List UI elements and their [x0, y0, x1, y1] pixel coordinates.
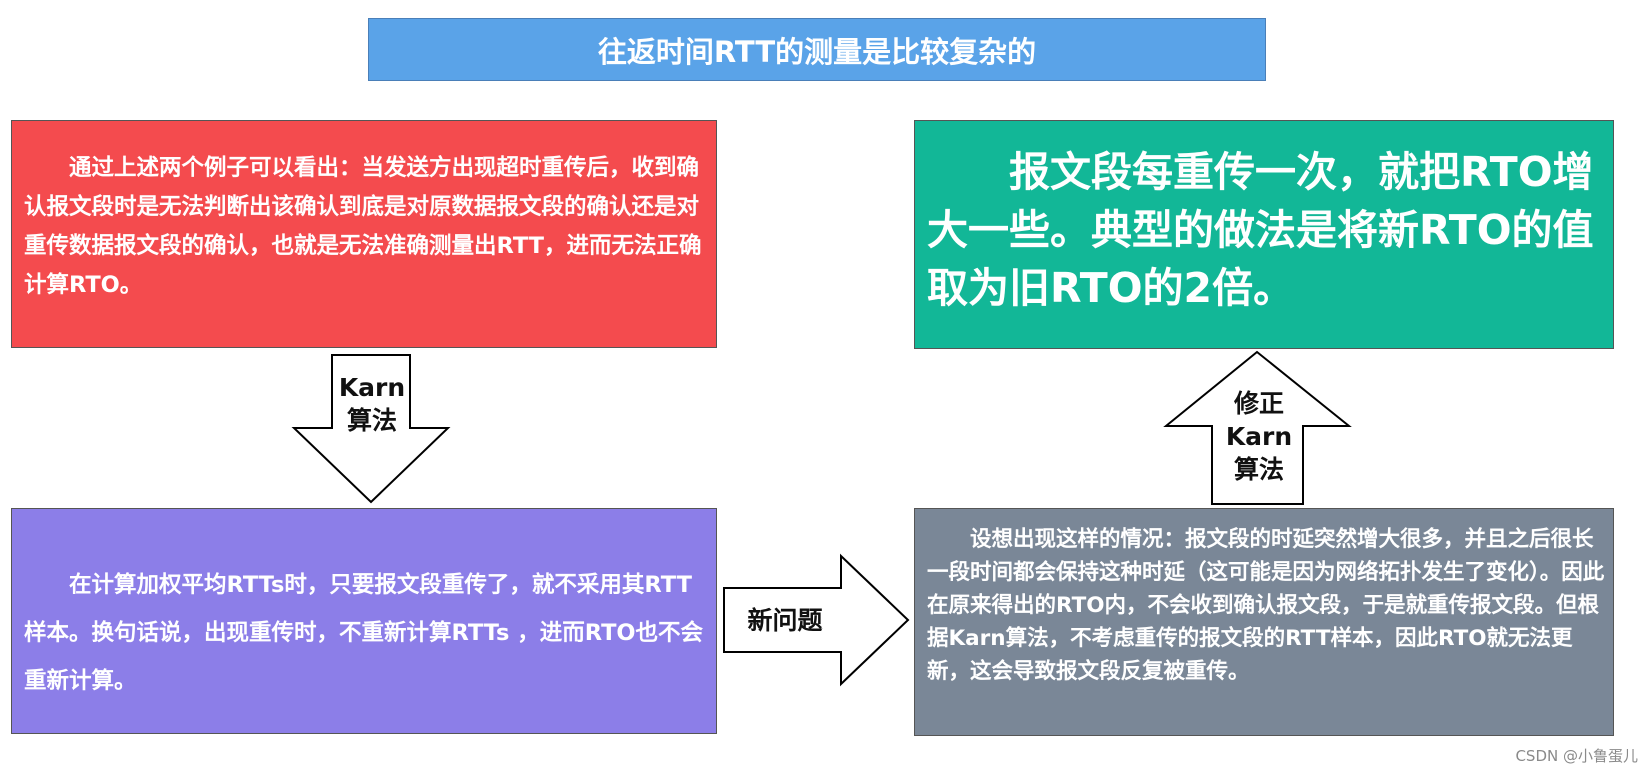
karn-algorithm-box: 在计算加权平均RTTs时，只要报文段重传了，就不采用其RTT样本。换句话说，出现…	[11, 508, 717, 734]
new-problem-text: 设想出现这样的情况：报文段的时延突然增大很多，并且之后很长一段时间都会保持这种时…	[927, 527, 1605, 684]
down-arrow-label-line2: 算法	[346, 406, 397, 435]
diagram-title: 往返时间RTT的测量是比较复杂的	[368, 18, 1266, 81]
fix-box: 报文段每重传一次，就把RTO增大一些。典型的做法是将新RTO的值取为旧RTO的2…	[914, 120, 1614, 349]
down-arrow-label-line1: Karn	[338, 373, 406, 402]
down-arrow-label: Karn 算法	[332, 371, 412, 437]
watermark: CSDN @小鲁蛋儿	[1515, 747, 1638, 765]
karn-algorithm-text: 在计算加权平均RTTs时，只要报文段重传了，就不采用其RTT样本。换句话说，出现…	[24, 572, 704, 694]
down-arrow-icon	[291, 354, 451, 504]
right-arrow-icon	[723, 553, 910, 687]
up-arrow-label-line3: 算法	[1233, 455, 1284, 484]
up-arrow-label: 修正 Karn 算法	[1212, 387, 1306, 486]
fix-text: 报文段每重传一次，就把RTO增大一些。典型的做法是将新RTO的值取为旧RTO的2…	[927, 148, 1594, 312]
diagram-title-text: 往返时间RTT的测量是比较复杂的	[597, 34, 1037, 69]
problem-text: 通过上述两个例子可以看出：当发送方出现超时重传后，收到确认报文段时是无法判断出该…	[24, 155, 702, 298]
new-problem-box: 设想出现这样的情况：报文段的时延突然增大很多，并且之后很长一段时间都会保持这种时…	[914, 508, 1614, 736]
up-arrow-label-line1: 修正	[1233, 389, 1284, 418]
up-arrow-label-line2: Karn	[1225, 422, 1293, 451]
up-arrow-icon	[1163, 350, 1352, 505]
right-arrow-label: 新问题	[747, 606, 823, 635]
problem-box: 通过上述两个例子可以看出：当发送方出现超时重传后，收到确认报文段时是无法判断出该…	[11, 120, 717, 348]
